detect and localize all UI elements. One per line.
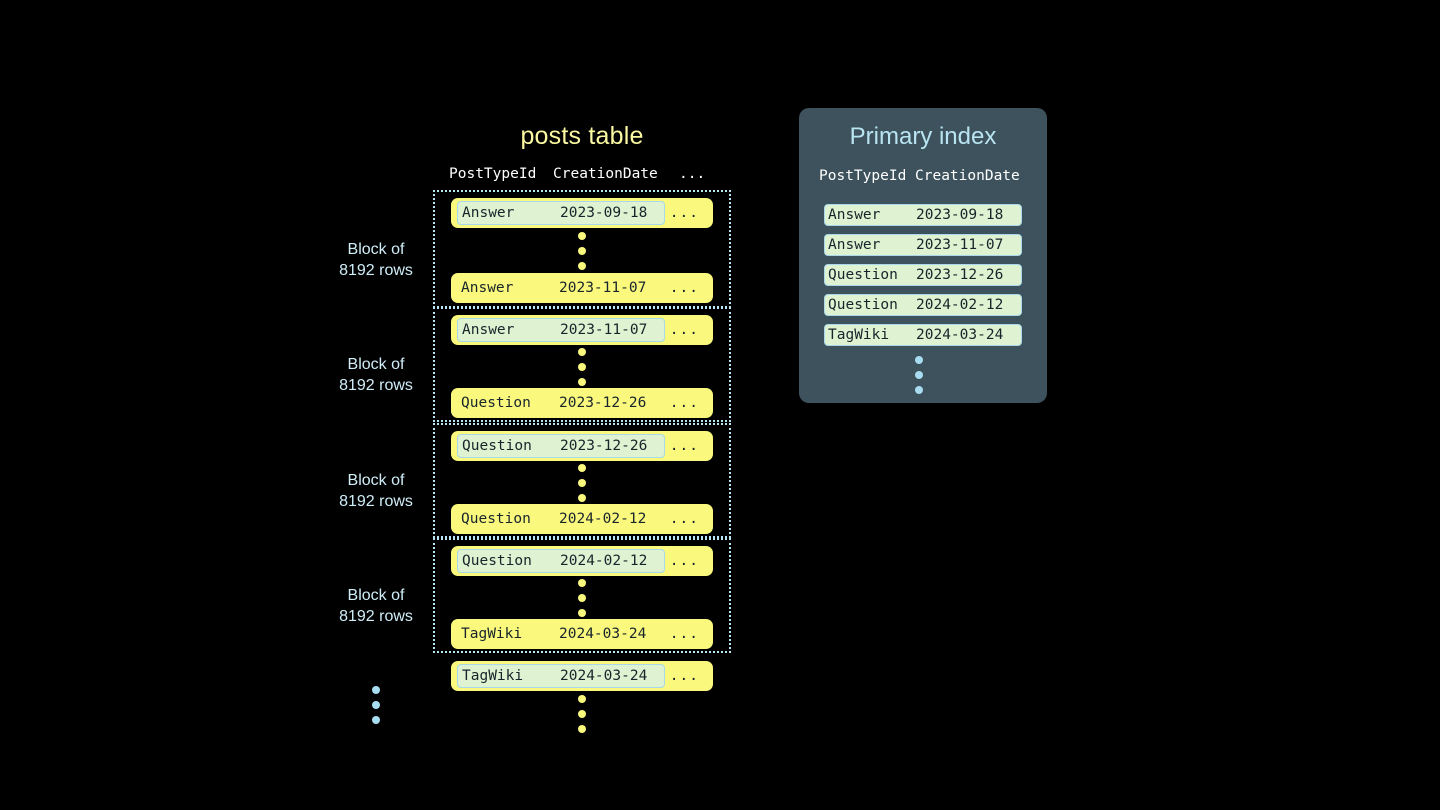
column-header-more: ... [679,166,706,182]
row-posttypeid: Answer [462,205,515,221]
row-posttypeid: Answer [462,322,515,338]
block-label-1: Block of 8192 rows [301,239,451,281]
block-label-1-line2: 8192 rows [339,262,413,279]
row-more: ... [669,438,699,454]
row-posttypeid: Question [462,438,532,454]
index-row: Answer 2023-09-18 [824,204,1022,226]
index-row-posttypeid: Question [828,267,898,283]
table-row: Question 2024-02-12 ... [451,546,713,576]
row-posttypeid: Question [461,395,531,411]
index-row-posttypeid: TagWiki [828,327,890,343]
index-column-header-posttypeid: PostTypeId [819,168,907,184]
index-row-creationdate: 2023-11-07 [916,237,1004,253]
index-row-creationdate: 2023-09-18 [916,207,1004,223]
posts-table-column-headers: PostTypeId CreationDate ... [449,166,715,182]
index-continues-ellipsis-icon [914,356,923,394]
index-row: Question 2024-02-12 [824,294,1022,316]
row-more: ... [669,395,699,411]
block-label-2: Block of 8192 rows [301,354,451,396]
block-label-3: Block of 8192 rows [301,470,451,512]
table-row: Question 2024-02-12 ... [451,504,713,534]
row-creationdate: 2023-12-26 [560,438,648,454]
table-block-2 [433,307,731,422]
block-label-3-line1: Block of [347,472,405,489]
row-posttypeid: TagWiki [461,626,523,642]
primary-index-title: Primary index [849,123,997,150]
table-continues-ellipsis-icon [577,695,586,733]
index-row-creationdate: 2023-12-26 [916,267,1004,283]
row-creationdate: 2023-11-07 [559,280,647,296]
row-more: ... [669,205,699,221]
row-creationdate: 2023-11-07 [560,322,648,338]
row-creationdate: 2024-02-12 [559,511,647,527]
table-row: TagWiki 2024-03-24 ... [451,619,713,649]
table-block-3 [433,423,731,538]
index-row-posttypeid: Answer [828,237,881,253]
table-row: Answer 2023-11-07 ... [451,315,713,345]
index-row: Answer 2023-11-07 [824,234,1022,256]
row-more: ... [669,553,699,569]
table-row: TagWiki 2024-03-24 ... [451,661,713,691]
index-column-header-creationdate: CreationDate [915,168,1020,184]
row-creationdate: 2024-03-24 [560,668,648,684]
row-posttypeid: Question [462,553,532,569]
table-row: Answer 2023-09-18 ... [451,198,713,228]
index-row: Question 2023-12-26 [824,264,1022,286]
block-label-2-line2: 8192 rows [339,377,413,394]
row-creationdate: 2023-12-26 [559,395,647,411]
row-posttypeid: Question [461,511,531,527]
index-row-posttypeid: Answer [828,207,881,223]
row-posttypeid: Answer [461,280,514,296]
primary-index-panel: Primary index PostTypeId CreationDate An… [799,108,1047,403]
row-ellipsis-icon [577,348,586,386]
blocks-continue-ellipsis-icon [371,686,380,724]
column-header-posttypeid: PostTypeId [449,166,537,182]
index-row: TagWiki 2024-03-24 [824,324,1022,346]
primary-index-column-headers: PostTypeId CreationDate [819,168,1029,184]
row-posttypeid: TagWiki [462,668,524,684]
block-label-2-line1: Block of [347,356,405,373]
row-creationdate: 2024-03-24 [559,626,647,642]
block-label-4-line2: 8192 rows [339,608,413,625]
index-row-creationdate: 2024-03-24 [916,327,1004,343]
posts-table-title: posts table [520,122,644,150]
block-label-3-line2: 8192 rows [339,493,413,510]
row-more: ... [669,511,699,527]
row-ellipsis-icon [577,232,586,270]
row-creationdate: 2023-09-18 [560,205,648,221]
table-row: Answer 2023-11-07 ... [451,273,713,303]
block-label-1-line1: Block of [347,241,405,258]
row-ellipsis-icon [577,464,586,502]
primary-index-rows: Answer 2023-09-18 Answer 2023-11-07 Ques… [824,204,1022,354]
row-more: ... [669,322,699,338]
table-row: Question 2023-12-26 ... [451,388,713,418]
row-ellipsis-icon [577,579,586,617]
block-label-4: Block of 8192 rows [301,585,451,627]
table-block-4 [433,538,731,653]
column-header-creationdate: CreationDate [553,166,658,182]
block-label-4-line1: Block of [347,587,405,604]
index-row-creationdate: 2024-02-12 [916,297,1004,313]
row-creationdate: 2024-02-12 [560,553,648,569]
row-more: ... [669,668,699,684]
row-more: ... [669,280,699,296]
index-row-posttypeid: Question [828,297,898,313]
table-row: Question 2023-12-26 ... [451,431,713,461]
row-more: ... [669,626,699,642]
